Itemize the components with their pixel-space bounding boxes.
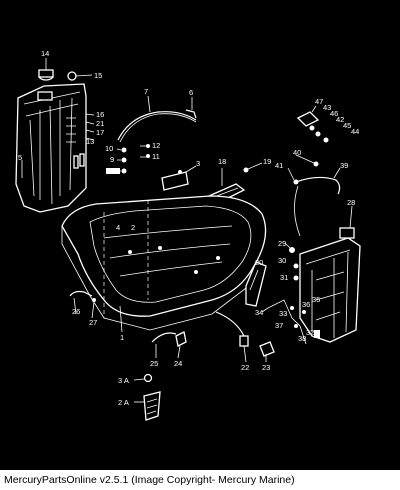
callout-42: 42: [336, 115, 344, 124]
callout-36: 36: [302, 300, 310, 309]
callout-41: 41: [275, 161, 283, 170]
callout-26: 26: [72, 307, 80, 316]
grommet-part-23[interactable]: [259, 341, 275, 357]
callout-2: 2: [131, 223, 135, 232]
callout-31: 31: [280, 273, 288, 282]
copyright-footer: MercuryPartsOnline v2.5.1 (Image Copyrig…: [0, 470, 400, 490]
hardware-group-32-38[interactable]: [267, 299, 320, 345]
callout-4: 4: [116, 223, 120, 232]
callout-1: 1: [120, 333, 124, 342]
right-cowl-panel[interactable]: [299, 227, 361, 343]
left-cowl-panel[interactable]: [15, 83, 87, 213]
callout-10: 10: [105, 144, 113, 153]
callout-23: 23: [262, 363, 270, 372]
callout-44: 44: [351, 127, 359, 136]
callout-13: 13: [86, 137, 94, 146]
screw-part-29[interactable]: [289, 247, 295, 253]
callout-45: 45: [343, 121, 351, 130]
screw-part-30[interactable]: [293, 263, 299, 269]
bottom-cowl-part-1[interactable]: [61, 195, 267, 331]
callout-25: 25: [150, 359, 158, 368]
callout-12: 12: [152, 141, 160, 150]
hose-part-25[interactable]: [151, 332, 177, 343]
hardware-group-42-47[interactable]: [296, 111, 329, 143]
hose-part-7[interactable]: [117, 111, 197, 141]
hose-part-26[interactable]: [69, 290, 93, 297]
callout-40: 40: [293, 148, 301, 157]
panel-part-20[interactable]: [245, 261, 267, 307]
cap-part-14[interactable]: [38, 69, 54, 81]
callout-19: 19: [263, 157, 271, 166]
callout-21: 21: [96, 119, 104, 128]
callout-18: 18: [218, 157, 226, 166]
callout-46: 46: [330, 109, 338, 118]
callout-27: 27: [89, 318, 97, 327]
callout-3: 3: [196, 159, 200, 168]
callout-22: 22: [241, 363, 249, 372]
callout-28: 28: [347, 198, 355, 207]
callout-15: 15: [94, 71, 102, 80]
callout-20: 20: [255, 258, 263, 267]
callout-5: 5: [18, 153, 22, 162]
fitting-part-40[interactable]: [313, 161, 319, 167]
callout-11: 11: [152, 152, 160, 161]
clip-part-6[interactable]: [185, 109, 197, 119]
leader-lines: [21, 58, 353, 403]
callout-16: 16: [96, 110, 104, 119]
callout-9: 9: [110, 155, 114, 164]
callout-2a: 2 A: [118, 398, 129, 407]
callout-47: 47: [315, 97, 323, 106]
callout-38: 38: [298, 334, 306, 343]
callout-14: 14: [41, 49, 49, 58]
callout-43: 43: [323, 103, 331, 112]
cable-part-39[interactable]: [295, 176, 341, 195]
callout-29: 29: [278, 239, 286, 248]
hardware-column[interactable]: [106, 144, 150, 174]
screw-part-31[interactable]: [293, 275, 299, 281]
callout-8: 8: [110, 166, 114, 175]
callout-6: 6: [189, 88, 193, 97]
fitting-part-41[interactable]: [293, 179, 299, 185]
screw-part-19[interactable]: [243, 167, 249, 173]
screw-part-3a[interactable]: [143, 373, 153, 383]
callout-37: 37: [275, 321, 283, 330]
callout-35: 35: [312, 295, 320, 304]
callout-30: 30: [278, 256, 286, 265]
callout-labels: 14 15 7 6 16 21 17 13 10 12 9 11 8 5 3 1…: [18, 49, 359, 407]
wire-harness-part-22[interactable]: [215, 311, 249, 347]
callout-32: 32: [306, 328, 314, 337]
callout-24: 24: [174, 359, 182, 368]
clip-part-27[interactable]: [92, 298, 96, 302]
callout-3a: 3 A: [118, 376, 129, 385]
callout-34: 34: [255, 308, 263, 317]
callout-17: 17: [96, 128, 104, 137]
fitting-part-24[interactable]: [175, 331, 187, 347]
callout-7: 7: [144, 87, 148, 96]
plug-part-15[interactable]: [67, 71, 77, 81]
bracket-part-3[interactable]: [161, 170, 189, 191]
callout-33: 33: [279, 309, 287, 318]
bracket-part-2a[interactable]: [143, 391, 161, 421]
callout-39: 39: [340, 161, 348, 170]
exploded-parts-diagram: 14 15 7 6 16 21 17 13 10 12 9 11 8 5 3 1…: [15, 49, 361, 421]
